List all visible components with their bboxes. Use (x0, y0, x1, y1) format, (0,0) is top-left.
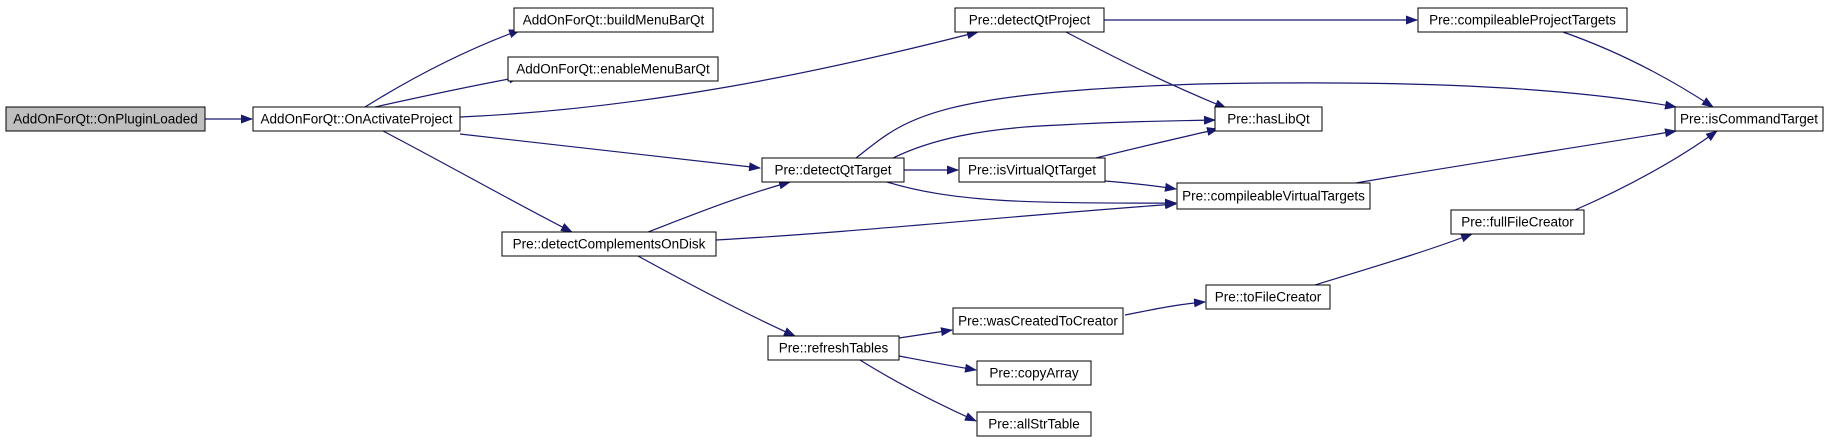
node-refreshtables[interactable]: Pre::refreshTables (767, 335, 900, 361)
edge-refreshtables-to-allstrtable (859, 359, 977, 422)
node-enablemenubarqt[interactable]: AddOnForQt::enableMenuBarQt (507, 56, 719, 82)
node-detectqttarget-label: Pre::detectQtTarget (774, 163, 891, 178)
edge-onactivateproject-to-detectqtproject (459, 30, 979, 118)
node-detectcomplementsondisk[interactable]: Pre::detectComplementsOnDisk (501, 231, 717, 257)
node-isvirtualqttarget[interactable]: Pre::isVirtualQtTarget (958, 157, 1106, 183)
edge-onactivateproject-to-detectqttarget (459, 133, 761, 172)
node-onpluginloaded[interactable]: AddOnForQt::OnPluginLoaded (5, 106, 206, 132)
node-fullfilecreator-label: Pre::fullFileCreator (1461, 215, 1574, 230)
node-onactivateproject[interactable]: AddOnForQt::OnActivateProject (252, 106, 461, 132)
edge-detectqtproject-to-haslibqt (1065, 31, 1227, 109)
node-enablemenubarqt-label: AddOnForQt::enableMenuBarQt (516, 62, 710, 77)
edge-detectcomplementsondisk-to-refreshtables (637, 255, 796, 337)
node-buildmenubarqt[interactable]: AddOnForQt::buildMenuBarQt (513, 7, 714, 33)
edge-fullfilecreator-to-iscommandtarget (1574, 130, 1718, 211)
node-copyarray[interactable]: Pre::copyArray (976, 360, 1092, 386)
node-copyarray-label: Pre::copyArray (989, 366, 1079, 381)
node-tofilecreator[interactable]: Pre::toFileCreator (1205, 284, 1331, 310)
edge-refreshtables-to-copyarray (898, 355, 977, 373)
node-detectqtproject[interactable]: Pre::detectQtProject (954, 7, 1105, 33)
node-compileableprojecttargets-label: Pre::compileableProjectTargets (1429, 13, 1616, 28)
edge-compileableprojecttargets-to-iscommandtarget (1562, 31, 1714, 108)
edge-compileablevirtualtargets-to-iscommandtarget (1355, 128, 1677, 184)
node-compileablevirtualtargets[interactable]: Pre::compileableVirtualTargets (1176, 182, 1371, 210)
node-detectcomplementsondisk-label: Pre::detectComplementsOnDisk (513, 237, 706, 252)
edges (205, 15, 1718, 422)
node-onactivateproject-label: AddOnForQt::OnActivateProject (260, 112, 452, 127)
node-haslibqt-label: Pre::hasLibQt (1227, 112, 1310, 127)
edge-detectqttarget-to-haslibqt (892, 115, 1216, 159)
edge-onactivateproject-to-detectcomplementsondisk (382, 130, 573, 233)
node-allstrtable-label: Pre::allStrTable (988, 417, 1080, 432)
node-allstrtable[interactable]: Pre::allStrTable (976, 411, 1092, 437)
node-fullfilecreator[interactable]: Pre::fullFileCreator (1450, 209, 1585, 235)
node-buildmenubarqt-label: AddOnForQt::buildMenuBarQt (523, 13, 705, 28)
edge-detectqttarget-to-iscommandtarget (855, 82, 1677, 159)
node-detectqttarget[interactable]: Pre::detectQtTarget (761, 157, 905, 183)
node-refreshtables-label: Pre::refreshTables (779, 341, 889, 356)
edge-tofilecreator-to-fullfilecreator (1314, 233, 1473, 286)
node-iscommandtarget-label: Pre::isCommandTarget (1680, 112, 1818, 127)
node-iscommandtarget[interactable]: Pre::isCommandTarget (1674, 106, 1824, 132)
node-isvirtualqttarget-label: Pre::isVirtualQtTarget (968, 163, 1096, 178)
edge-onactivateproject-to-buildmenubarqt (364, 29, 521, 108)
node-onpluginloaded-label: AddOnForQt::OnPluginLoaded (13, 112, 198, 127)
edge-detectqttarget-to-compileablevirtualtargets (886, 181, 1177, 208)
node-tofilecreator-label: Pre::toFileCreator (1215, 290, 1322, 305)
node-compileablevirtualtargets-label: Pre::compileableVirtualTargets (1182, 189, 1365, 204)
node-haslibqt[interactable]: Pre::hasLibQt (1214, 106, 1323, 132)
edge-onactivateproject-to-enablemenubarqt (374, 74, 521, 108)
node-detectqtproject-label: Pre::detectQtProject (969, 13, 1091, 28)
edge-detectcomplementsondisk-to-detectqttarget (647, 180, 791, 233)
node-wascreatedtocreator[interactable]: Pre::wasCreatedToCreator (952, 307, 1124, 335)
edge-isvirtualqttarget-to-haslibqt (1095, 127, 1219, 159)
edge-wascreatedtocreator-to-tofilecreator (1124, 298, 1206, 316)
edge-isvirtualqttarget-to-compileablevirtualtargets (1104, 180, 1177, 192)
node-compileableprojecttargets[interactable]: Pre::compileableProjectTargets (1417, 7, 1628, 33)
node-wascreatedtocreator-label: Pre::wasCreatedToCreator (958, 314, 1118, 329)
nodes: AddOnForQt::OnPluginLoaded AddOnForQt::O… (5, 7, 1824, 437)
edge-detectcomplementsondisk-to-compileablevirtualtargets (715, 200, 1177, 241)
edge-refreshtables-to-wascreatedtocreator (898, 327, 953, 339)
